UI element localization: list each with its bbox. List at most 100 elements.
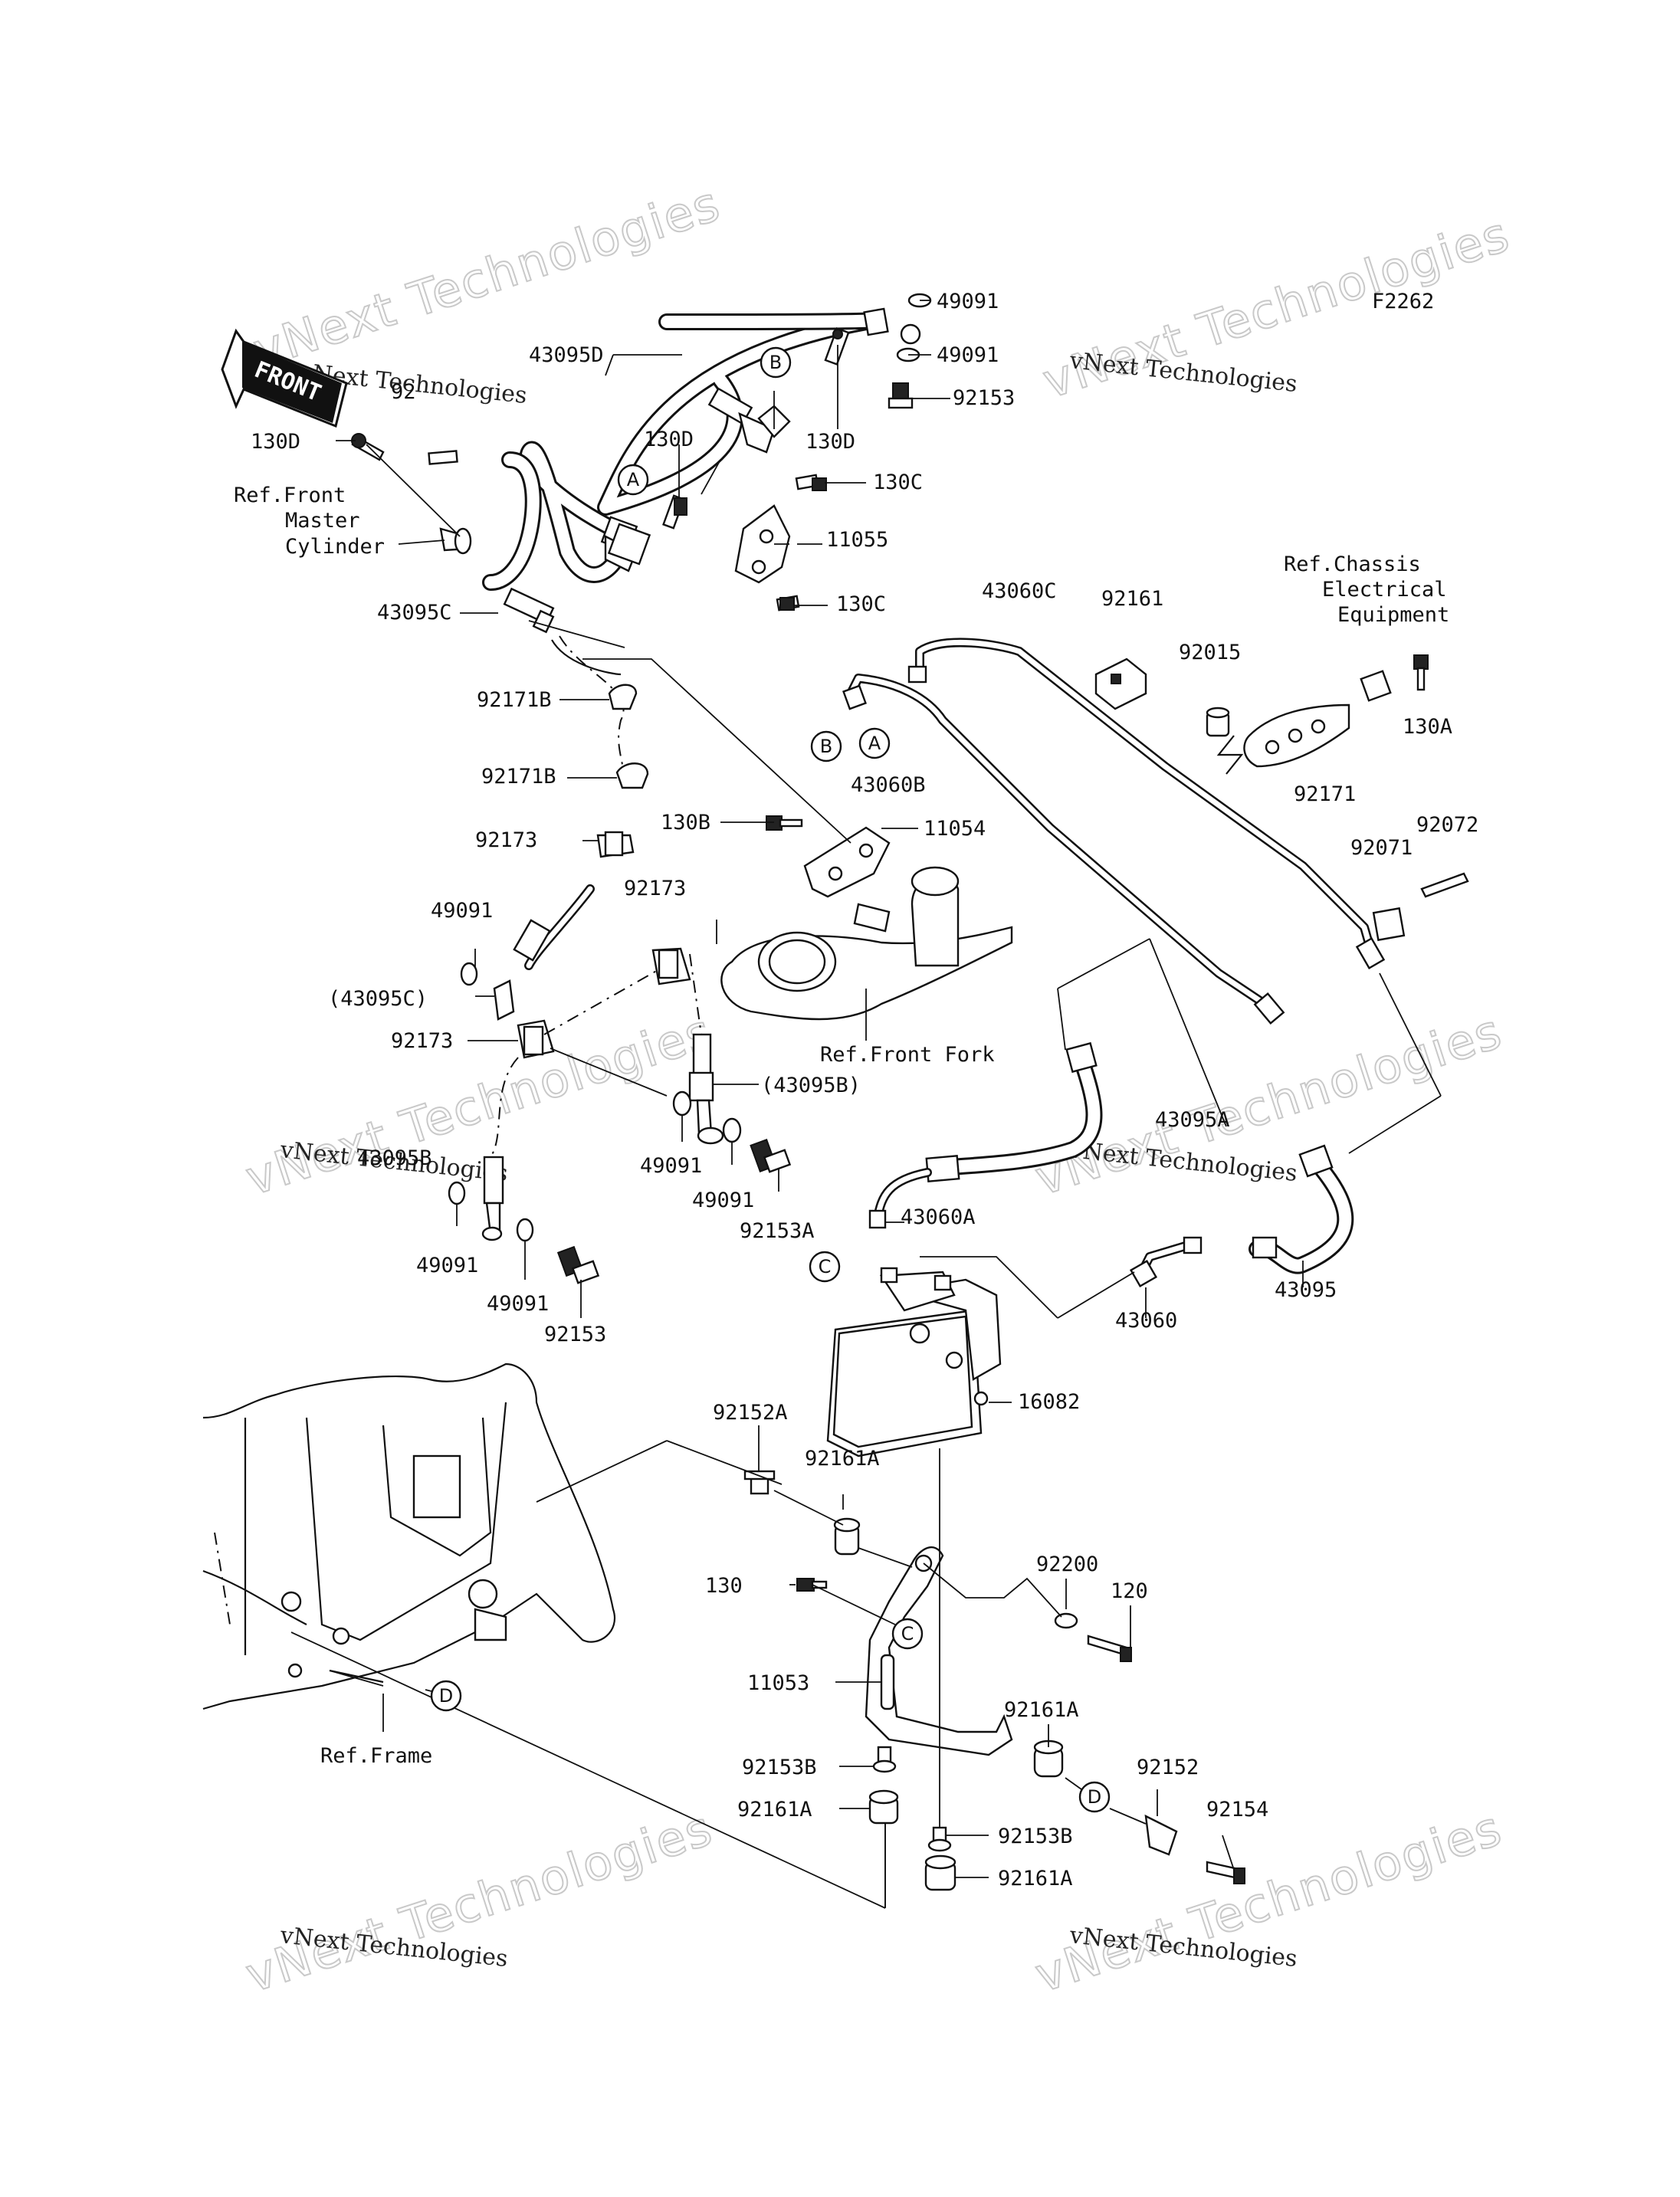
part-label-92161: 92161 xyxy=(1101,587,1163,611)
circle-ref-C-abs: C xyxy=(809,1251,841,1283)
part-label-43060C: 43060C xyxy=(982,579,1057,603)
part-label-92171: 92171 xyxy=(1294,782,1356,806)
part-label-92173: 92173 xyxy=(475,828,537,852)
part-label-11055: 11055 xyxy=(826,528,888,552)
washer-49091-d xyxy=(672,1090,692,1117)
part-label-130A: 130A xyxy=(1403,715,1452,739)
circle-ref-text: B xyxy=(769,352,782,373)
part-label-49091: 49091 xyxy=(487,1292,549,1316)
circle-ref-C-bracket: C xyxy=(891,1618,924,1650)
abs-unit-16082 xyxy=(826,1267,1012,1458)
part-label-43060B: 43060B xyxy=(851,773,926,797)
clip-92173-b xyxy=(651,947,691,985)
grommet-92161A-d xyxy=(924,1854,956,1891)
circle-ref-text: C xyxy=(901,1623,914,1644)
circle-ref-A-mid: A xyxy=(858,727,891,759)
part-label-92200: 92200 xyxy=(1036,1553,1098,1576)
bolt-130D-mid xyxy=(674,497,687,516)
washer-49091-f xyxy=(448,1181,466,1205)
part-label-130D: 130D xyxy=(806,430,855,454)
bolt-130C-a xyxy=(812,477,827,491)
reference-labels: Ref.Front Master Cylinder Ref.Chassis El… xyxy=(234,484,1449,1768)
lower-hardware xyxy=(743,1470,1245,1891)
part-label-11054: 11054 xyxy=(924,817,986,841)
part-label-49091: 49091 xyxy=(416,1254,478,1277)
part-label-92154: 92154 xyxy=(1206,1798,1268,1822)
part-labels: 49091 43095D 49091 92153 92 130D 130D 13… xyxy=(251,290,1478,1890)
bracket-11055 xyxy=(734,474,819,612)
watermark-bottom-right: vNext Technologies vNext Technologies xyxy=(1028,1799,1510,2005)
bolt-130A xyxy=(1413,654,1429,691)
hose-43095D xyxy=(597,307,921,516)
part-label-11053: 11053 xyxy=(747,1671,809,1695)
part-label-43060: 43060 xyxy=(1115,1309,1177,1333)
part-label-92153A: 92153A xyxy=(740,1219,815,1243)
grommet-92015 xyxy=(1206,707,1230,737)
collar-92152A xyxy=(743,1470,776,1495)
part-label-130D: 130D xyxy=(644,428,694,451)
ref-label-chassis-electrical: Electrical xyxy=(1322,578,1447,602)
part-label-49091: 49091 xyxy=(640,1154,702,1178)
hose-43095A xyxy=(868,1041,1103,1229)
bolt-130C-b xyxy=(779,597,795,611)
ref-label-chassis-electrical: Equipment xyxy=(1337,603,1449,627)
washer-92200 xyxy=(1054,1612,1078,1629)
diagram-code: F2262 xyxy=(1372,290,1434,313)
pipe-43060C xyxy=(907,638,1376,959)
bolt-92153-a xyxy=(888,382,914,409)
grommet-92161A-b xyxy=(1033,1740,1064,1778)
part-label-92152A: 92152A xyxy=(713,1401,788,1425)
part-label-92153: 92153 xyxy=(953,386,1015,410)
part-label-92015: 92015 xyxy=(1179,641,1241,664)
part-label-49091: 49091 xyxy=(937,343,999,367)
bracket-11054 xyxy=(803,826,891,898)
part-label-92171B: 92171B xyxy=(477,688,552,712)
circle-ref-A-upper: A xyxy=(617,464,649,496)
part-92071 xyxy=(1372,907,1406,942)
hose-43095 xyxy=(1129,1144,1354,1288)
part-label-92161A: 92161A xyxy=(737,1798,812,1822)
bolt-120 xyxy=(1087,1635,1132,1662)
circle-ref-text: C xyxy=(819,1256,832,1277)
part-label-49091: 49091 xyxy=(937,290,999,313)
ref-label-chassis-electrical: Ref.Chassis xyxy=(1284,553,1421,576)
ref-label-front-master-cylinder: Cylinder xyxy=(285,535,385,559)
circle-ref-text: D xyxy=(1088,1786,1101,1808)
part-label-92173: 92173 xyxy=(391,1029,453,1053)
leader-lines-mid xyxy=(885,938,1442,1319)
watermark-top-right: vNext Technologies vNext Technologies xyxy=(1035,205,1518,411)
bracket-11053 xyxy=(865,1546,1013,1756)
part-label-92161A: 92161A xyxy=(805,1447,880,1471)
part-label-49091: 49091 xyxy=(431,899,493,923)
leader-lines-upper xyxy=(336,300,950,1318)
watermark-text: vNext Technologies xyxy=(1029,1800,1509,2004)
part-label-92153: 92153 xyxy=(544,1323,606,1346)
clip-92161 xyxy=(1094,657,1147,710)
bolt-130B xyxy=(766,815,803,831)
ref-label-frame: Ref.Frame xyxy=(320,1744,432,1768)
stud-92153B-a xyxy=(872,1746,897,1773)
part-label-43095C-ref: (43095C) xyxy=(328,987,428,1011)
part-label-130: 130 xyxy=(705,1574,743,1598)
part-label-130C: 130C xyxy=(836,592,886,616)
part-label-43095: 43095 xyxy=(1275,1278,1337,1302)
part-label-43095B: 43095B xyxy=(357,1146,432,1170)
part-label-130B: 130B xyxy=(661,811,710,835)
part-label-92161A: 92161A xyxy=(998,1867,1073,1890)
part-label-43095C: 43095C xyxy=(377,601,452,625)
part-label-43095A: 43095A xyxy=(1155,1108,1230,1132)
ref-label-front-master-cylinder: Master xyxy=(285,509,360,533)
part-label-43095B-ref: (43095B) xyxy=(761,1074,861,1097)
part-label-16082: 16082 xyxy=(1018,1390,1080,1414)
clip-92173-a xyxy=(596,831,635,858)
collar-92152 xyxy=(1144,1814,1178,1856)
part-label-130C: 130C xyxy=(873,471,923,494)
part-label-92153B: 92153B xyxy=(742,1756,817,1779)
clip-92173-c xyxy=(517,1019,555,1059)
stud-92153B-b xyxy=(927,1826,952,1852)
leader-lines-lower xyxy=(290,1425,1235,1909)
part-label-92173: 92173 xyxy=(624,877,686,900)
circle-ref-B-mid: B xyxy=(810,730,842,762)
grommet-92161A-c xyxy=(868,1789,899,1825)
part-label-92: 92 xyxy=(391,380,416,404)
